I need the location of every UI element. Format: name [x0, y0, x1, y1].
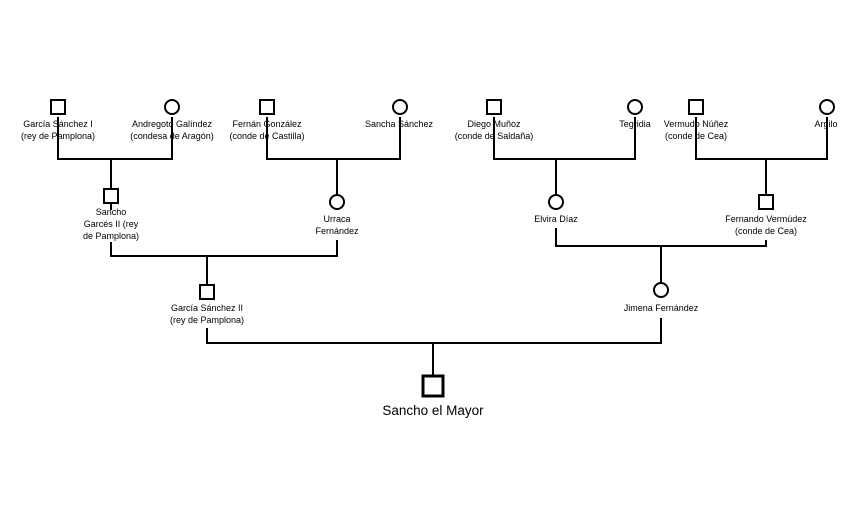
person-title: (rey de Pamplona) [170, 315, 244, 325]
person-title: (condesa de Aragón) [130, 131, 214, 141]
person-tegridia[interactable]: Tegridia [619, 99, 651, 129]
person-name: Sancho el Mayor [382, 403, 484, 418]
person-title: de Pamplona) [83, 231, 139, 241]
person-name: Fernando Vermúdez [725, 214, 807, 224]
female-circle-icon [627, 99, 643, 115]
person-name: Andregoto Galíndez [132, 119, 213, 129]
person-name: García Sánchez II [171, 303, 243, 313]
male-square-icon [421, 374, 445, 398]
person-title: Fernández [315, 226, 359, 236]
person-jimena-fernandez[interactable]: Jimena Fernández [624, 282, 699, 313]
male-square-icon [259, 99, 275, 115]
person-sancho-garces-ii[interactable]: Sancho Garcés II (rey de Pamplona) [83, 188, 139, 241]
person-name: Fernán González [232, 119, 302, 129]
person-title: Garcés II (rey [84, 219, 139, 229]
person-name: Argilo [814, 119, 837, 129]
female-circle-icon [548, 194, 564, 210]
connector-lines [57, 117, 828, 376]
person-fernan-gonzalez[interactable]: Fernán González (conde de Castilla) [229, 99, 305, 141]
male-square-icon [688, 99, 704, 115]
person-name: Tegridia [619, 119, 651, 129]
person-name: Diego Muñoz [467, 119, 521, 129]
person-title: (conde de Cea) [665, 131, 727, 141]
person-name: Sancho [96, 207, 127, 217]
person-name: García Sánchez I [23, 119, 93, 129]
person-title: (conde de Cea) [735, 226, 797, 236]
person-name: Urraca [323, 214, 350, 224]
person-sancha-sanchez[interactable]: Sancha Sánchez [365, 99, 434, 129]
person-urraca-fernandez[interactable]: Urraca Fernández [315, 194, 359, 236]
female-circle-icon [392, 99, 408, 115]
person-garcia-sanchez-i[interactable]: García Sánchez I (rey de Pamplona) [21, 99, 95, 141]
person-diego-munoz[interactable]: Diego Muñoz (conde de Saldaña) [455, 99, 534, 141]
person-andregoto-galindez[interactable]: Andregoto Galíndez (condesa de Aragón) [130, 99, 214, 141]
person-name: Elvira Díaz [534, 214, 578, 224]
person-title: (conde de Castilla) [229, 131, 304, 141]
person-sancho-el-mayor[interactable]: Sancho el Mayor [382, 374, 484, 418]
male-square-icon [758, 194, 774, 210]
person-elvira-diaz[interactable]: Elvira Díaz [534, 194, 578, 224]
person-name: Sancha Sánchez [365, 119, 434, 129]
person-garcia-sanchez-ii[interactable]: García Sánchez II (rey de Pamplona) [170, 284, 244, 325]
female-circle-icon [164, 99, 180, 115]
person-name: Vermudo Núñez [664, 119, 729, 129]
person-title: (conde de Saldaña) [455, 131, 534, 141]
male-square-icon [50, 99, 66, 115]
female-circle-icon [329, 194, 345, 210]
female-circle-icon [653, 282, 669, 298]
male-square-icon [103, 188, 119, 204]
male-square-icon [486, 99, 502, 115]
person-vermudo-nunez[interactable]: Vermudo Núñez (conde de Cea) [664, 99, 729, 141]
person-name: Jimena Fernández [624, 303, 699, 313]
male-square-icon [199, 284, 215, 300]
female-circle-icon [819, 99, 835, 115]
person-argilo[interactable]: Argilo [814, 99, 838, 129]
person-title: (rey de Pamplona) [21, 131, 95, 141]
person-fernando-vermudez[interactable]: Fernando Vermúdez (conde de Cea) [725, 194, 807, 236]
